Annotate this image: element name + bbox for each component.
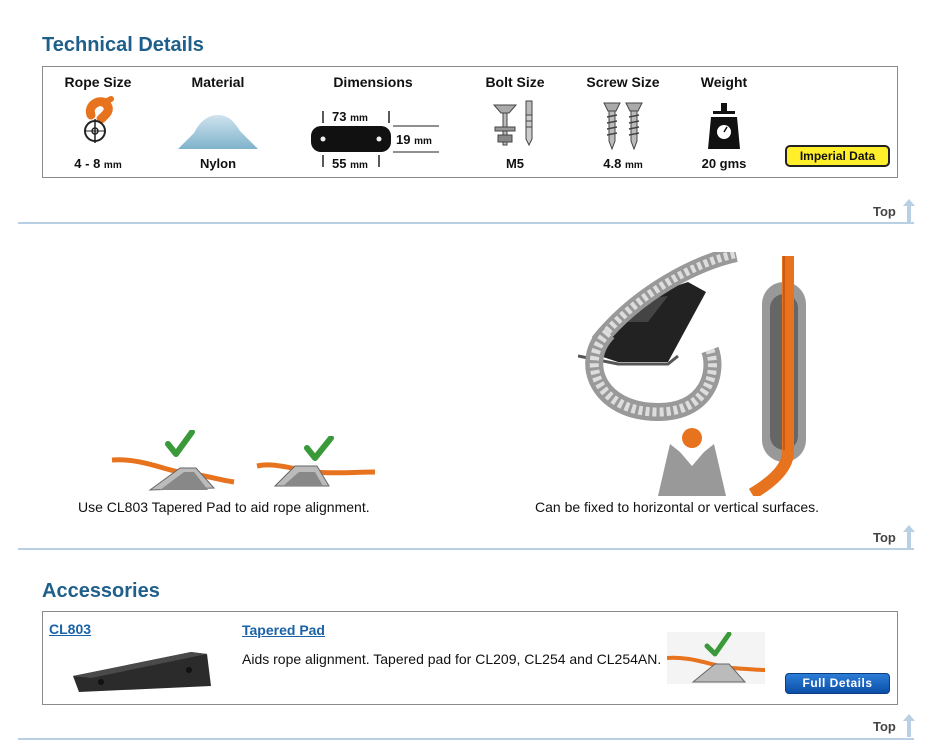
section-separator: [18, 548, 914, 550]
top-link[interactable]: Top: [873, 530, 896, 545]
top-link[interactable]: Top: [873, 719, 896, 734]
vertical-mount-illustration: [658, 256, 806, 496]
dimensions-column: Dimensions: [298, 67, 448, 179]
accessory-name-link[interactable]: Tapered Pad: [242, 622, 325, 638]
tapered-pad-illustration-2: [256, 436, 376, 487]
dimensions-label: Dimensions: [333, 74, 413, 90]
accessory-code-link[interactable]: CL803: [49, 621, 92, 637]
weight-value: 20 gms: [701, 156, 747, 171]
accessory-description: Aids rope alignment. Tapered pad for CL2…: [242, 651, 662, 667]
horizontal-mount-illustration: [578, 252, 738, 422]
top-link[interactable]: Top: [873, 204, 896, 219]
section-separator: [18, 222, 914, 224]
mounting-caption: Can be fixed to horizontal or vertical s…: [535, 499, 820, 515]
rope-size-value: 4 - 8 mm: [74, 156, 122, 171]
dimensions-icon: [311, 111, 439, 167]
material-icon: [178, 115, 258, 149]
material-label: Material: [191, 74, 245, 90]
accessories-title: Accessories: [42, 580, 160, 602]
dimensions-length: 73 mm: [332, 109, 368, 124]
rope-size-icon: [84, 96, 114, 143]
section-separator: [18, 738, 914, 740]
bolt-size-column: Bolt Size M5: [470, 67, 560, 179]
rope-size-label: Rope Size: [64, 74, 132, 90]
bolt-size-value: M5: [505, 156, 525, 171]
top-arrow-icon[interactable]: [902, 524, 916, 548]
tapered-pad-illustration-1: [111, 430, 235, 491]
material-column: Material Nylon: [173, 67, 263, 179]
screw-icon: [603, 102, 643, 151]
tapered-pad-caption: Use CL803 Tapered Pad to aid rope alignm…: [78, 499, 370, 515]
accessory-item: CL803 Tapered Pad Aids rope alignment. T…: [42, 611, 898, 705]
screw-size-value: 4.8 mm: [603, 156, 643, 171]
weight-label: Weight: [700, 74, 748, 90]
imperial-data-button[interactable]: Imperial Data: [785, 145, 890, 167]
screw-size-column: Screw Size 4.8 mm: [578, 67, 668, 179]
dimensions-hole-spacing: 55 mm: [332, 156, 368, 171]
bolt-size-label: Bolt Size: [485, 74, 545, 90]
top-arrow-icon[interactable]: [902, 198, 916, 222]
material-value: Nylon: [199, 156, 237, 171]
dimensions-width: 19 mm: [396, 132, 432, 147]
screw-size-label: Screw Size: [586, 74, 660, 90]
technical-details-panel: Rope Size 4 - 8 mm Material Nylon Dimens…: [42, 66, 898, 178]
weight-column: Weight 20 gms: [679, 67, 769, 179]
rope-size-column: Rope Size 4 - 8 mm: [53, 67, 143, 179]
full-details-button[interactable]: Full Details: [785, 673, 890, 694]
top-arrow-icon[interactable]: [902, 713, 916, 737]
technical-details-title: Technical Details: [42, 34, 204, 56]
accessory-rope-alignment-image: [667, 632, 765, 684]
bolt-icon: [492, 100, 533, 147]
tapered-pad-product-image[interactable]: [71, 646, 213, 696]
weight-scale-icon: [708, 103, 740, 149]
